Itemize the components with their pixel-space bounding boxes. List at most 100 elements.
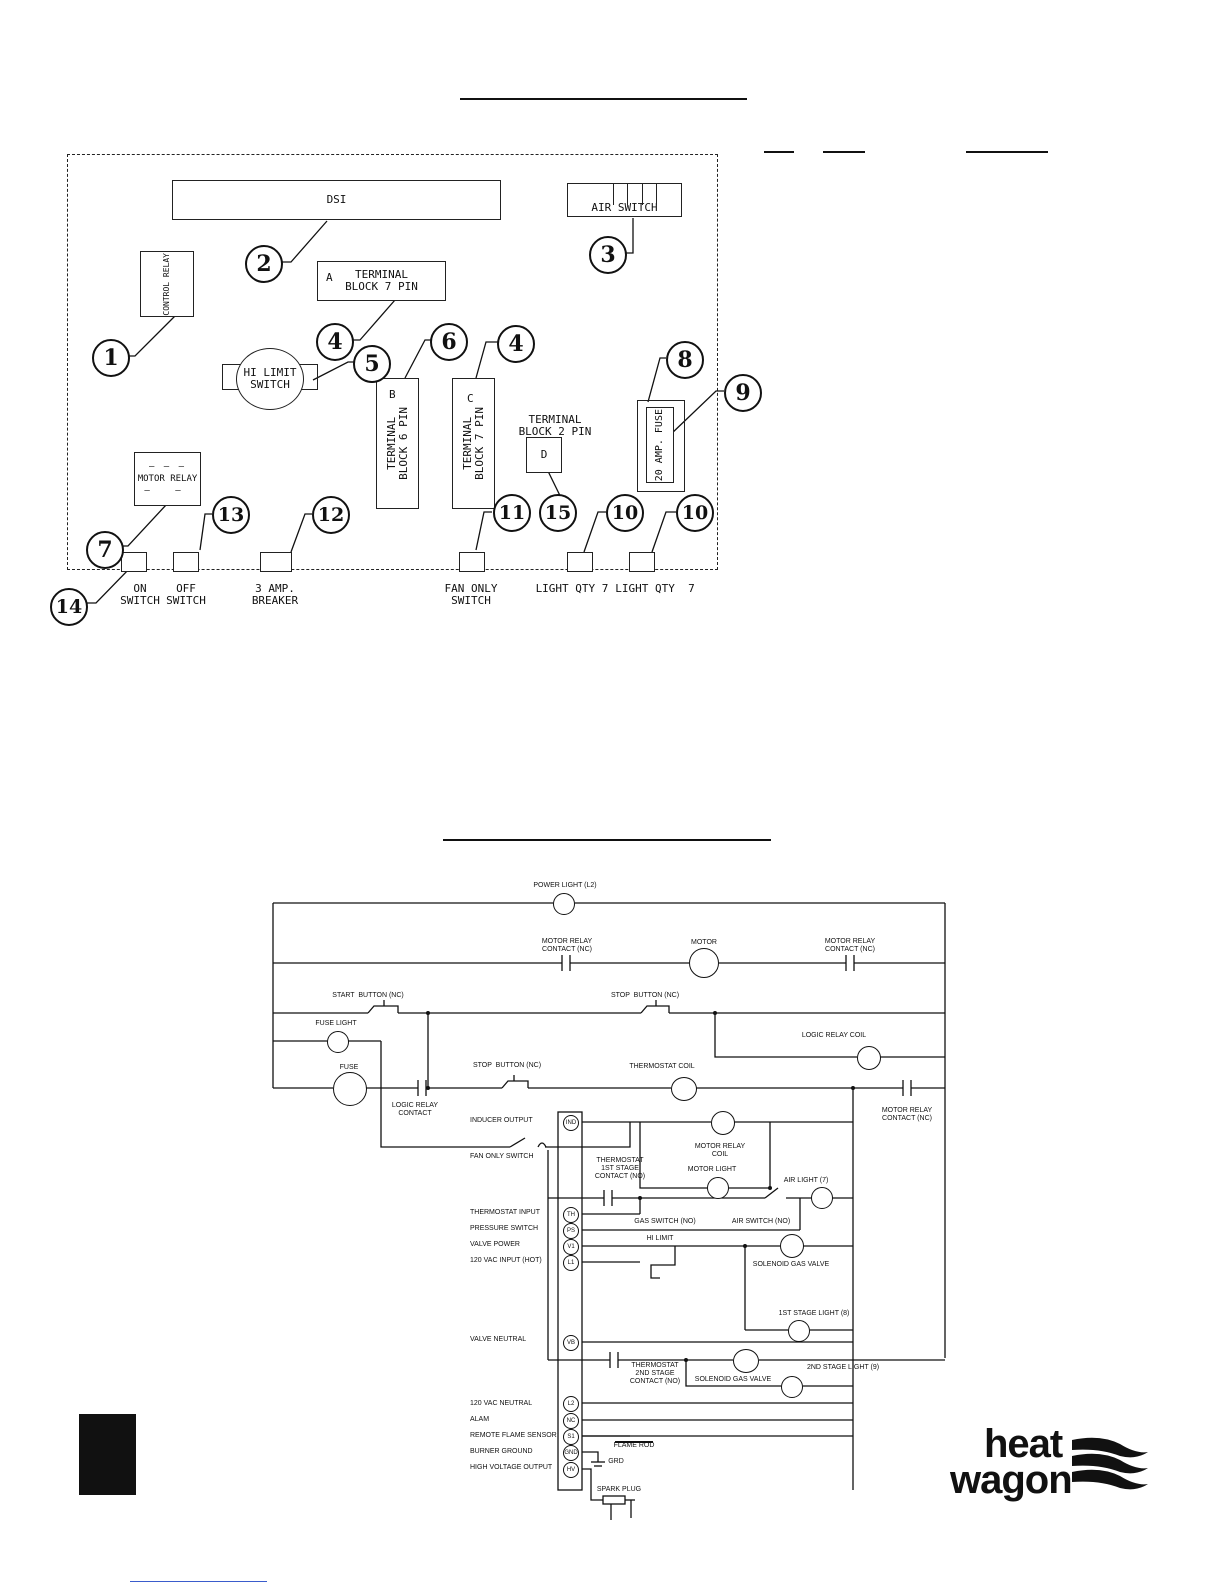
stop-button-top-label: STOP BUTTON (NC): [610, 992, 680, 999]
logic-relay-contact-label: LOGIC RELAY CONTACT: [391, 1102, 439, 1117]
off-switch[interactable]: [173, 552, 199, 572]
hi-limit-label: HI LIMIT: [646, 1235, 674, 1242]
spark-plug-label: SPARK PLUG: [596, 1486, 642, 1493]
terminal-th: TH: [563, 1207, 579, 1223]
burner-ground-label: BURNER GROUND: [470, 1448, 533, 1455]
thermostat-2nd-label: THERMOSTAT 2ND STAGE CONTACT (NO): [629, 1362, 681, 1385]
fan-only-label: FAN ONLY SWITCH: [444, 582, 498, 607]
motor-light-label: MOTOR LIGHT: [687, 1166, 737, 1173]
legend-underline-1: [764, 151, 794, 153]
valve-power-label: VALVE POWER: [470, 1241, 520, 1248]
callout-12: 12: [312, 496, 350, 534]
on-switch[interactable]: [121, 552, 147, 572]
schematic-title-underline: [443, 839, 771, 841]
gas-switch-label: GAS SWITCH (NO): [634, 1218, 696, 1225]
terminal-l1: L1: [563, 1255, 579, 1271]
inducer-output-label: INDUCER OUTPUT: [470, 1117, 533, 1124]
stage-2-light-lamp: [781, 1376, 803, 1398]
schematic-wiring: [272, 902, 946, 1520]
terminal-block-d: D: [526, 437, 562, 473]
motor-relay-contact-nc-label: MOTOR RELAY CONTACT (NC): [881, 1107, 933, 1122]
terminal-block-c: C TERMINAL BLOCK 7 PIN: [452, 378, 495, 509]
callout-2: 2: [245, 245, 283, 283]
dsi-module: DSI: [172, 180, 501, 220]
motor-relay: — — — MOTOR RELAY — —: [134, 452, 201, 506]
on-switch-label: ON SWITCH: [120, 582, 160, 607]
motor-relay-contact-left-label: MOTOR RELAY CONTACT (NC): [541, 938, 593, 953]
light-2-label: LIGHT QTY 7: [615, 582, 695, 595]
legend-underline-3: [966, 151, 1048, 153]
callout-15: 15: [539, 494, 577, 532]
terminal-block-b: B TERMINAL BLOCK 6 PIN: [376, 378, 419, 509]
vac-input-label: 120 VAC INPUT (HOT): [470, 1257, 542, 1264]
pressure-switch-label: PRESSURE SWITCH: [470, 1225, 539, 1232]
callout-4a: 4: [316, 323, 354, 361]
motor-relay-coil-symbol: [711, 1111, 735, 1135]
motor-relay-coil-label: MOTOR RELAY COIL: [694, 1143, 746, 1158]
gnd-label: GRD: [608, 1458, 624, 1465]
callout-5: 5: [353, 345, 391, 383]
callout-8: 8: [666, 341, 704, 379]
thermostat-coil-symbol: [671, 1077, 697, 1101]
fuse-label: FUSE: [339, 1064, 359, 1071]
control-box-outline: [67, 154, 718, 570]
logic-relay-coil-symbol: [857, 1046, 881, 1070]
solenoid-1-symbol: [780, 1234, 804, 1258]
callout-11: 11: [493, 494, 531, 532]
callout-10b: 10: [676, 494, 714, 532]
terminal-nc: NC: [563, 1413, 579, 1429]
callout-1: 1: [92, 339, 130, 377]
fan-only-switch[interactable]: [459, 552, 485, 572]
valve-neutral-label: VALVE NEUTRAL: [470, 1336, 527, 1343]
motor-label: MOTOR: [691, 939, 717, 946]
heat-wagon-logo: heat wagon: [950, 1422, 1160, 1508]
second-stage-light-label: 2ND STAGE LIGHT (9): [806, 1364, 880, 1371]
callout-4b: 4: [497, 325, 535, 363]
terminal-ind: IND: [563, 1115, 579, 1131]
air-light-label: AIR LIGHT (7): [783, 1177, 829, 1184]
air-switch: AIR SWITCH: [567, 183, 682, 217]
alam-label: ALAM: [470, 1416, 490, 1423]
fuse-symbol: [333, 1072, 367, 1106]
callout-3: 3: [589, 236, 627, 274]
thermostat-input-label: THERMOSTAT INPUT: [470, 1209, 540, 1216]
control-relay: CONTROL RELAY: [140, 251, 194, 317]
hi-limit-switch: HI LIMIT SWITCH: [222, 348, 318, 412]
thermostat-coil-label: THERMOSTAT COIL: [629, 1063, 695, 1070]
page-tab: [79, 1414, 136, 1495]
callout-14: 14: [50, 588, 88, 626]
logic-relay-coil-label: LOGIC RELAY COIL: [801, 1032, 867, 1039]
air-switch-no-label: AIR SWITCH (NO): [731, 1218, 791, 1225]
breaker[interactable]: [260, 552, 292, 572]
thermostat-1st-label: THERMOSTAT 1ST STAGE CONTACT (NO): [594, 1157, 646, 1180]
terminal-block-a: A TERMINAL BLOCK 7 PIN: [317, 261, 446, 301]
terminal-s1: S1: [563, 1429, 579, 1445]
fuse-light-lamp: [327, 1031, 349, 1053]
terminal-block-d-label: TERMINAL BLOCK 2 PIN: [518, 413, 592, 438]
off-switch-label: OFF SWITCH: [166, 582, 206, 607]
motor-light-lamp: [707, 1177, 729, 1199]
solenoid-2-symbol: [733, 1349, 759, 1373]
air-switch-pins: [613, 183, 657, 205]
callout-7: 7: [86, 531, 124, 569]
callout-6: 6: [430, 323, 468, 361]
terminal-l2: L2: [563, 1396, 579, 1412]
air-light-lamp: [811, 1187, 833, 1209]
start-button-label: START BUTTON (NC): [332, 992, 404, 999]
power-light-lamp: [553, 893, 575, 915]
solenoid-2-label: SOLENOID GAS VALVE: [694, 1376, 772, 1383]
fuse-light-label: FUSE LIGHT: [315, 1020, 357, 1027]
first-stage-light-label: 1ST STAGE LIGHT (8): [778, 1310, 850, 1317]
motor-symbol: [689, 948, 719, 978]
layout-title-underline: [460, 98, 747, 100]
power-light-label: POWER LIGHT (L2): [533, 882, 597, 889]
callout-13: 13: [212, 496, 250, 534]
vac-neutral-label: 120 VAC NEUTRAL: [470, 1400, 533, 1407]
hv-output-label: HIGH VOLTAGE OUTPUT: [470, 1464, 553, 1471]
light-1: [567, 552, 593, 572]
terminal-hv: HV: [563, 1462, 579, 1478]
terminal-v1: V1: [563, 1239, 579, 1255]
terminal-gnd: GND: [563, 1445, 579, 1461]
stop-button-mid-label: STOP BUTTON (NC): [472, 1062, 542, 1069]
light-2: [629, 552, 655, 572]
